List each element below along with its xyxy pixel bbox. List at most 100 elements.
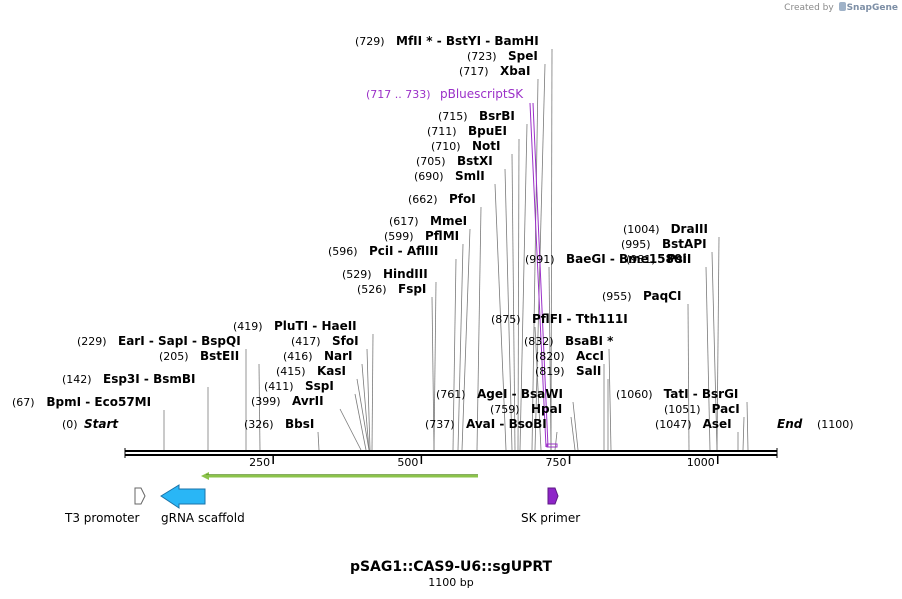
site-draiii: (1004)DraIII	[623, 222, 708, 236]
site-name: TatI - BsrGI	[664, 387, 739, 401]
site-leader	[461, 228, 471, 451]
site-hindiii: (529)HindIII	[342, 267, 428, 281]
site-name: BsrBI	[479, 109, 515, 123]
site-position: (690)	[414, 170, 444, 183]
site-tati: (1060) TatI - BsrGI	[616, 387, 738, 401]
site-bsteii: (205)BstEII	[159, 349, 239, 363]
start-position: (0)	[62, 418, 78, 431]
site-name: KasI	[317, 364, 346, 378]
site-pflmi: (599)PflMI	[384, 229, 459, 243]
site-mfii: (729) MfII * - BstYI - BamHI	[355, 34, 539, 48]
site-avrii: (399)AvrII	[251, 394, 324, 408]
tick-label: 1000	[687, 456, 715, 469]
site-pcii: (596)PciI - AflIII	[328, 244, 438, 258]
site-name: EarI - SapI - BspQI	[118, 334, 241, 348]
site-bpmi: (67)BpmI - Eco57MI	[12, 395, 151, 409]
site-name: PflMI	[425, 229, 459, 243]
site-bstxi: (705)BstXI	[416, 154, 493, 168]
site-position: (617)	[389, 215, 419, 228]
site-leader	[361, 363, 370, 451]
site-name: AvrII	[292, 394, 324, 408]
site-position: (205)	[159, 350, 189, 363]
sk-primer-label: SK primer	[521, 511, 580, 525]
t3-promoter-shape	[134, 487, 146, 505]
site-position: (875)	[491, 313, 521, 326]
site-sfoi: (417) SfoI	[291, 334, 359, 348]
site-hpai: (759) HpaI	[490, 402, 562, 416]
site-position: (710)	[431, 140, 461, 153]
end-position: (1100)	[817, 418, 854, 431]
site-leader	[742, 416, 745, 451]
site-leader	[258, 363, 261, 451]
site-paci: (1051) PacI	[664, 402, 740, 416]
site-sspi: (411)SspI	[264, 379, 334, 393]
site-paqci: (955)PaqCI	[602, 289, 681, 303]
site-pflfi: (875) PflFI - Tth111I	[491, 312, 628, 326]
end-label: End	[777, 417, 803, 431]
primer-site-name: pBluescriptSK	[440, 87, 524, 101]
site-avai: (737)AvaI - BsoBI	[425, 417, 547, 431]
site-name: BbsI	[285, 417, 314, 431]
site-position: (715)	[438, 110, 468, 123]
site-position: (819)	[535, 365, 565, 378]
site-name: XbaI	[500, 64, 530, 78]
site-psii: (981)PsiI	[626, 252, 691, 266]
site-name: DraIII	[671, 222, 708, 236]
site-leader	[511, 153, 516, 451]
site-position: (729)	[355, 35, 385, 48]
site-smli: (690)SmlI	[414, 169, 485, 183]
site-leader	[548, 266, 552, 451]
site-position: (596)	[328, 245, 358, 258]
site-leader	[452, 258, 457, 451]
site-name: MfII * - BstYI - BamHI	[396, 34, 539, 48]
site-leader	[517, 138, 520, 451]
site-xbai: (717)XbaI	[459, 64, 530, 78]
site-bstapi: (995)BstAPI	[621, 237, 707, 251]
site-name: HpaI	[531, 402, 562, 416]
site-position: (1047)	[655, 418, 692, 431]
site-name: SfoI	[332, 334, 359, 348]
site-name: PflFI - Tth111I	[532, 312, 628, 326]
site-position: (991)	[525, 253, 555, 266]
site-position: (67)	[12, 396, 35, 409]
site-leader	[433, 281, 437, 451]
site-bpuei: (711) BpuEI	[427, 124, 507, 138]
site-name: BstAPI	[662, 237, 707, 251]
site-position: (529)	[342, 268, 372, 281]
site-leader	[534, 326, 542, 451]
site-position: (832)	[524, 335, 554, 348]
primer-site-leader	[529, 102, 547, 448]
site-leader	[354, 393, 367, 451]
site-eari: (229)EarI - SapI - BspQI	[77, 334, 241, 348]
site-leader	[356, 378, 370, 451]
site-position: (417)	[291, 335, 321, 348]
site-bbsi: (326) BbsI	[244, 417, 314, 431]
site-leader	[371, 333, 374, 451]
site-noti: (710)NotI	[431, 139, 501, 153]
site-position: (759)	[490, 403, 520, 416]
site-name: SalI	[576, 364, 601, 378]
site-position: (1051)	[664, 403, 701, 416]
site-position: (416)	[283, 350, 313, 363]
site-name: BpuEI	[468, 124, 507, 138]
site-position: (711)	[427, 125, 457, 138]
site-leader	[572, 401, 579, 451]
primer-site-leader-2	[532, 102, 549, 448]
site-name: PacI	[712, 402, 740, 416]
site-name: PfoI	[449, 192, 476, 206]
credit-brand: SnapGene	[846, 3, 898, 13]
site-position: (326)	[244, 418, 274, 431]
site-bsabi: (832)BsaBI *	[524, 334, 614, 348]
site-position: (1060)	[616, 388, 653, 401]
tick-label: 750	[546, 456, 567, 469]
site-leader-lines	[163, 48, 749, 451]
site-leader	[339, 408, 362, 451]
site-position: (820)	[535, 350, 565, 363]
site-position: (526)	[357, 283, 387, 296]
site-name: AseI	[703, 417, 732, 431]
site-leader	[476, 206, 482, 451]
map-length: 1100 bp	[428, 576, 474, 589]
created-by-credit: Created by SnapGene	[784, 2, 898, 13]
